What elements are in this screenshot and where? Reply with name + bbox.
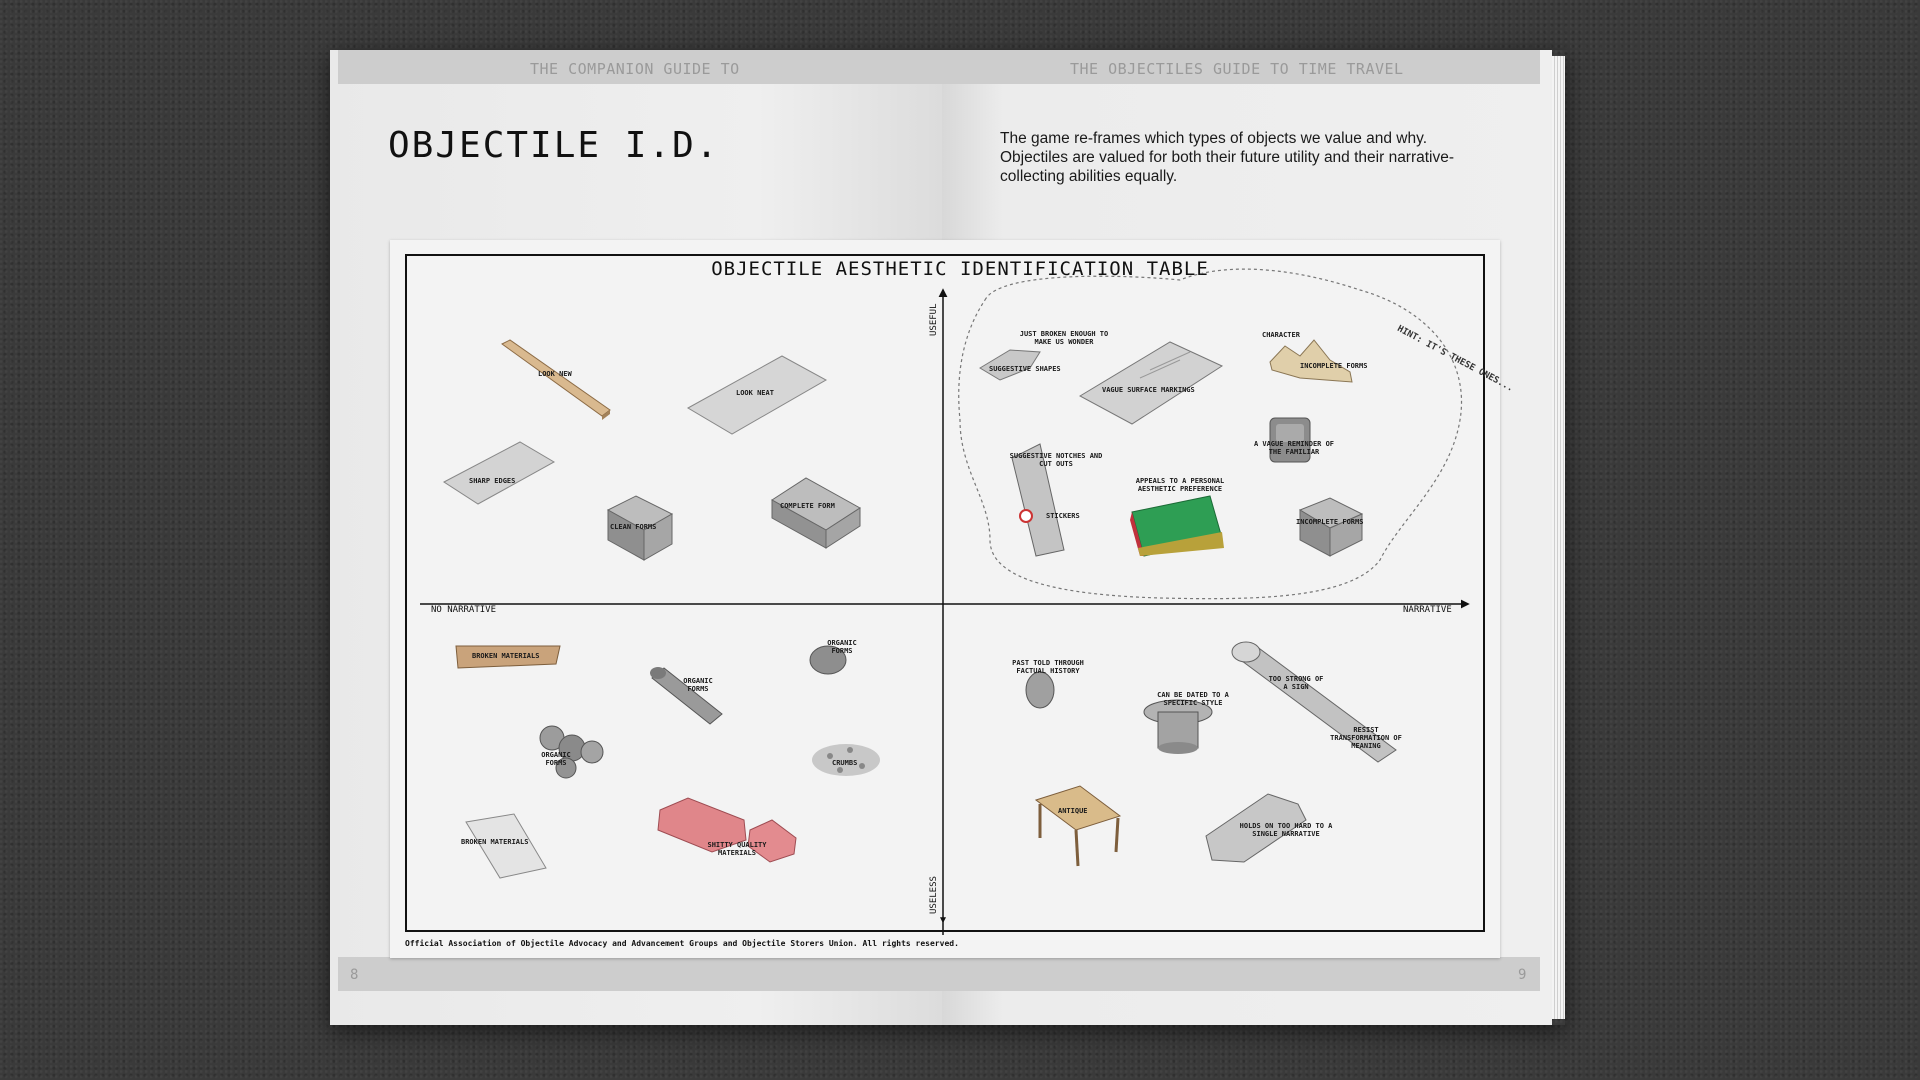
right-running-header: THE OBJECTILES GUIDE TO TIME TRAVEL xyxy=(1070,60,1404,78)
label-holds-on: HOLDS ON TOO HARD TO A SINGLE NARRATIVE xyxy=(1239,822,1333,838)
label-vague-surface: VAGUE SURFACE MARKINGS xyxy=(1102,386,1195,394)
plank-object xyxy=(501,339,611,420)
label-can-be-dated: CAN BE DATED TO A SPECIFIC STYLE xyxy=(1157,691,1229,707)
label-stickers: STICKERS xyxy=(1046,512,1080,520)
crumbs-object xyxy=(812,744,880,776)
label-resist: RESIST TRANSFORMATION OF MEANING xyxy=(1330,726,1402,750)
cube-object xyxy=(606,495,674,561)
label-past-told: PAST TOLD THROUGH FACTUAL HISTORY xyxy=(1012,659,1084,675)
column-object xyxy=(1231,641,1397,763)
label-look-neat: LOOK NEAT xyxy=(736,389,774,397)
label-look-new: LOOK NEW xyxy=(538,370,572,378)
label-notches: SUGGESTIVE NOTCHES AND CUT OUTS xyxy=(1009,452,1103,468)
label-complete-form: COMPLETE FORM xyxy=(780,502,835,510)
incomplete-block-object xyxy=(1298,497,1364,557)
label-organic-forms-2: ORGANIC FORMS xyxy=(827,639,857,655)
axis-label-narrative: NARRATIVE xyxy=(1403,605,1452,615)
broken-stone-object xyxy=(979,349,1041,381)
axis-label-useless: USELESS xyxy=(929,876,939,914)
fossil-object xyxy=(1025,671,1055,709)
intro-paragraph: The game re-frames which types of object… xyxy=(1000,130,1455,185)
pipe-object xyxy=(650,667,723,725)
table-frame xyxy=(405,254,1485,932)
green-case-object xyxy=(1130,495,1224,557)
sharp-tile-object xyxy=(443,441,556,505)
right-header-band xyxy=(942,50,1540,84)
bricks-object xyxy=(657,797,797,863)
page-stack-edge xyxy=(1552,56,1565,1019)
label-incomplete-forms-1: INCOMPLETE FORMS xyxy=(1300,362,1368,370)
label-suggestive-shapes: SUGGESTIVE SHAPES xyxy=(989,365,1061,373)
notched-panel-object xyxy=(1011,443,1065,557)
paver-object xyxy=(771,477,861,549)
axis-label-no-narrative: NO NARRATIVE xyxy=(431,605,497,615)
label-appeals: APPEALS TO A PERSONAL AESTHETIC PREFEREN… xyxy=(1135,477,1225,493)
label-too-strong: TOO STRONG OF A SIGN xyxy=(1268,675,1324,691)
pebble-object xyxy=(809,645,847,675)
table-title: OBJECTILE AESTHETIC IDENTIFICATION TABLE xyxy=(711,258,1209,280)
broken-plank-object xyxy=(455,645,561,669)
label-character: CHARACTER xyxy=(1262,331,1300,339)
label-clean-forms: CLEAN FORMS xyxy=(610,523,657,531)
left-footer-band xyxy=(338,957,942,991)
label-just-broken: JUST BROKEN ENOUGH TO MAKE US WONDER xyxy=(1019,330,1109,346)
label-vague-reminder: A VAGUE REMINDER OF THE FAMILIAR xyxy=(1253,440,1335,456)
axis-label-useful: USEFUL xyxy=(929,303,939,336)
table-footer-note: Official Association of Objectile Advoca… xyxy=(405,939,959,948)
label-shitty-quality: SHITTY QUALITY MATERIALS xyxy=(707,841,767,857)
label-organic-forms-3: ORGANIC FORMS xyxy=(541,751,571,767)
right-footer-band xyxy=(942,957,1540,991)
rock-pile-object xyxy=(539,725,604,779)
outlet-object xyxy=(1269,417,1311,463)
label-antique: ANTIQUE xyxy=(1058,807,1088,815)
label-broken-materials-1: BROKEN MATERIALS xyxy=(472,652,540,660)
character-object xyxy=(1269,339,1353,383)
paper-object xyxy=(465,813,547,879)
right-page-number: 9 xyxy=(1518,967,1527,983)
left-header-band xyxy=(338,50,942,84)
marked-slab-object xyxy=(1078,341,1224,425)
left-page-number: 8 xyxy=(350,967,359,983)
highlight-region xyxy=(958,268,1462,600)
label-crumbs: CRUMBS xyxy=(832,759,858,767)
table-object xyxy=(1034,785,1122,867)
label-organic-forms-1: ORGANIC FORMS xyxy=(683,677,713,693)
stone-tablet-object xyxy=(1205,793,1307,863)
page-title: OBJECTILE I.D. xyxy=(388,125,720,166)
label-sharp-edges: SHARP EDGES xyxy=(469,477,516,485)
capital-object xyxy=(1143,699,1213,754)
label-broken-materials-2: BROKEN MATERIALS xyxy=(461,838,529,846)
label-incomplete-forms-2: INCOMPLETE FORMS xyxy=(1296,518,1364,526)
flat-slab-object xyxy=(686,355,828,435)
left-running-header: THE COMPANION GUIDE TO xyxy=(530,60,740,78)
